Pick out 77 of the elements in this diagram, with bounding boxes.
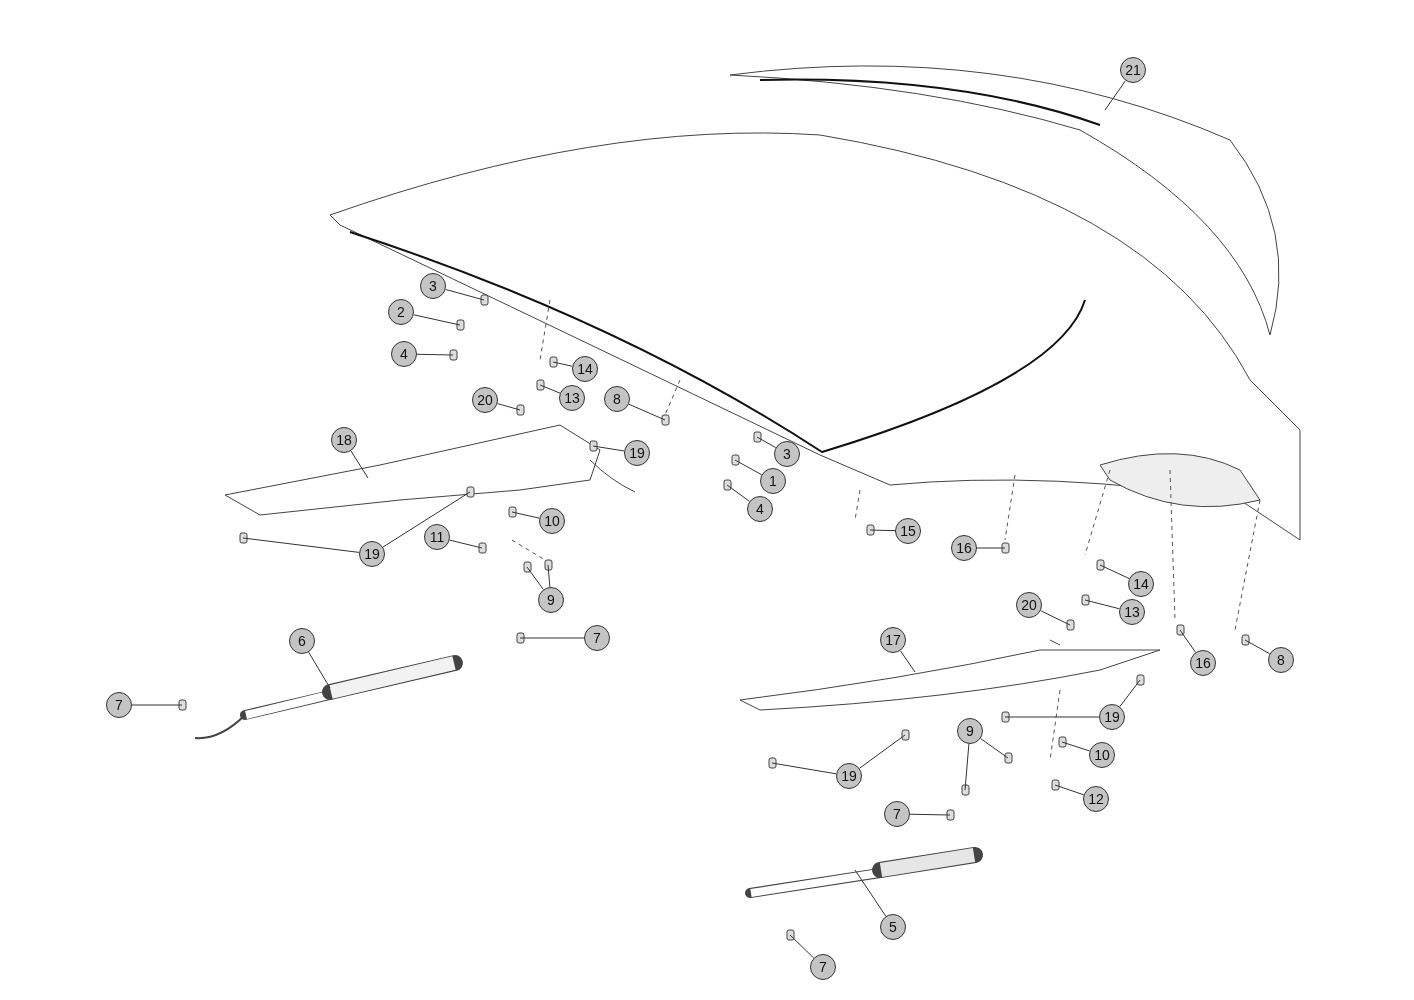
callout-number: 9: [538, 587, 564, 613]
callout-number: 2: [388, 299, 414, 325]
leader-line: [1119, 679, 1141, 708]
leader-line: [899, 650, 916, 673]
leader-line: [976, 547, 1006, 549]
leader-line: [1040, 610, 1071, 626]
leader-line: [539, 384, 561, 394]
callout-number: 19: [624, 440, 650, 466]
leader-line: [413, 314, 461, 326]
callout-number: 16: [1190, 650, 1216, 676]
callout-number: 12: [1083, 786, 1109, 812]
leader-line: [526, 566, 544, 590]
callout-number: 11: [424, 524, 450, 550]
callout-number: 4: [391, 341, 417, 367]
leader-line: [1104, 80, 1127, 111]
leader-line: [1099, 564, 1130, 580]
callout-number: 5: [880, 914, 906, 940]
callout-number: 4: [747, 496, 773, 522]
callout-number: 7: [810, 954, 836, 980]
leader-line: [854, 869, 887, 917]
callout-number: 13: [559, 385, 585, 411]
leader-line: [131, 704, 183, 706]
leader-line: [869, 529, 896, 532]
callout-number: 16: [951, 535, 977, 561]
callout-number: 15: [895, 518, 921, 544]
callout-number: 8: [1268, 647, 1294, 673]
leader-line: [726, 484, 750, 502]
leader-line: [909, 813, 951, 816]
callout-number: 8: [604, 386, 630, 412]
leader-line: [382, 491, 471, 548]
callout-number: 21: [1120, 57, 1146, 83]
leader-line: [308, 651, 331, 689]
leader-line: [734, 459, 763, 476]
callout-number: 19: [359, 541, 385, 567]
leader-line: [497, 403, 521, 411]
leader-line: [449, 539, 483, 549]
callout-number: 17: [880, 627, 906, 653]
leader-line: [445, 288, 485, 301]
leader-line: [859, 734, 906, 769]
leader-line: [980, 738, 1009, 759]
callout-number: 19: [1099, 704, 1125, 730]
callout-number: 7: [884, 801, 910, 827]
callout-number: 20: [472, 387, 498, 413]
callout-number: 14: [572, 356, 598, 382]
callout-number: 20: [1016, 592, 1042, 618]
leader-line: [242, 537, 360, 553]
leader-line: [547, 564, 551, 588]
callout-number: 7: [106, 692, 132, 718]
callout-number: 18: [331, 427, 357, 453]
callout-number: 6: [289, 628, 315, 654]
callout-number: 3: [420, 273, 446, 299]
leader-line: [789, 934, 815, 959]
leader-line: [1179, 629, 1197, 653]
leader-line: [552, 361, 573, 367]
callout-number: 3: [774, 441, 800, 467]
callout-number: 13: [1119, 599, 1145, 625]
leader-line: [628, 403, 666, 421]
leader-line: [592, 445, 625, 452]
leader-line: [1054, 784, 1085, 796]
callout-number: 19: [836, 763, 862, 789]
leader-line: [1004, 716, 1100, 718]
leader-line: [350, 450, 369, 479]
leader-line: [1244, 639, 1271, 655]
leader-line: [511, 511, 540, 519]
callout-number: 1: [760, 468, 786, 494]
leader-line: [1061, 741, 1091, 752]
callout-number: 7: [584, 625, 610, 651]
leader-line: [771, 762, 837, 775]
callout-number: 9: [957, 718, 983, 744]
leader-line: [519, 637, 585, 639]
leader-line: [416, 353, 454, 356]
leader-line: [756, 436, 777, 449]
leader-line: [964, 743, 970, 791]
callout-number: 14: [1128, 571, 1154, 597]
callout-number: 10: [1089, 742, 1115, 768]
leader-line: [1084, 599, 1120, 610]
callout-number: 10: [539, 508, 565, 534]
